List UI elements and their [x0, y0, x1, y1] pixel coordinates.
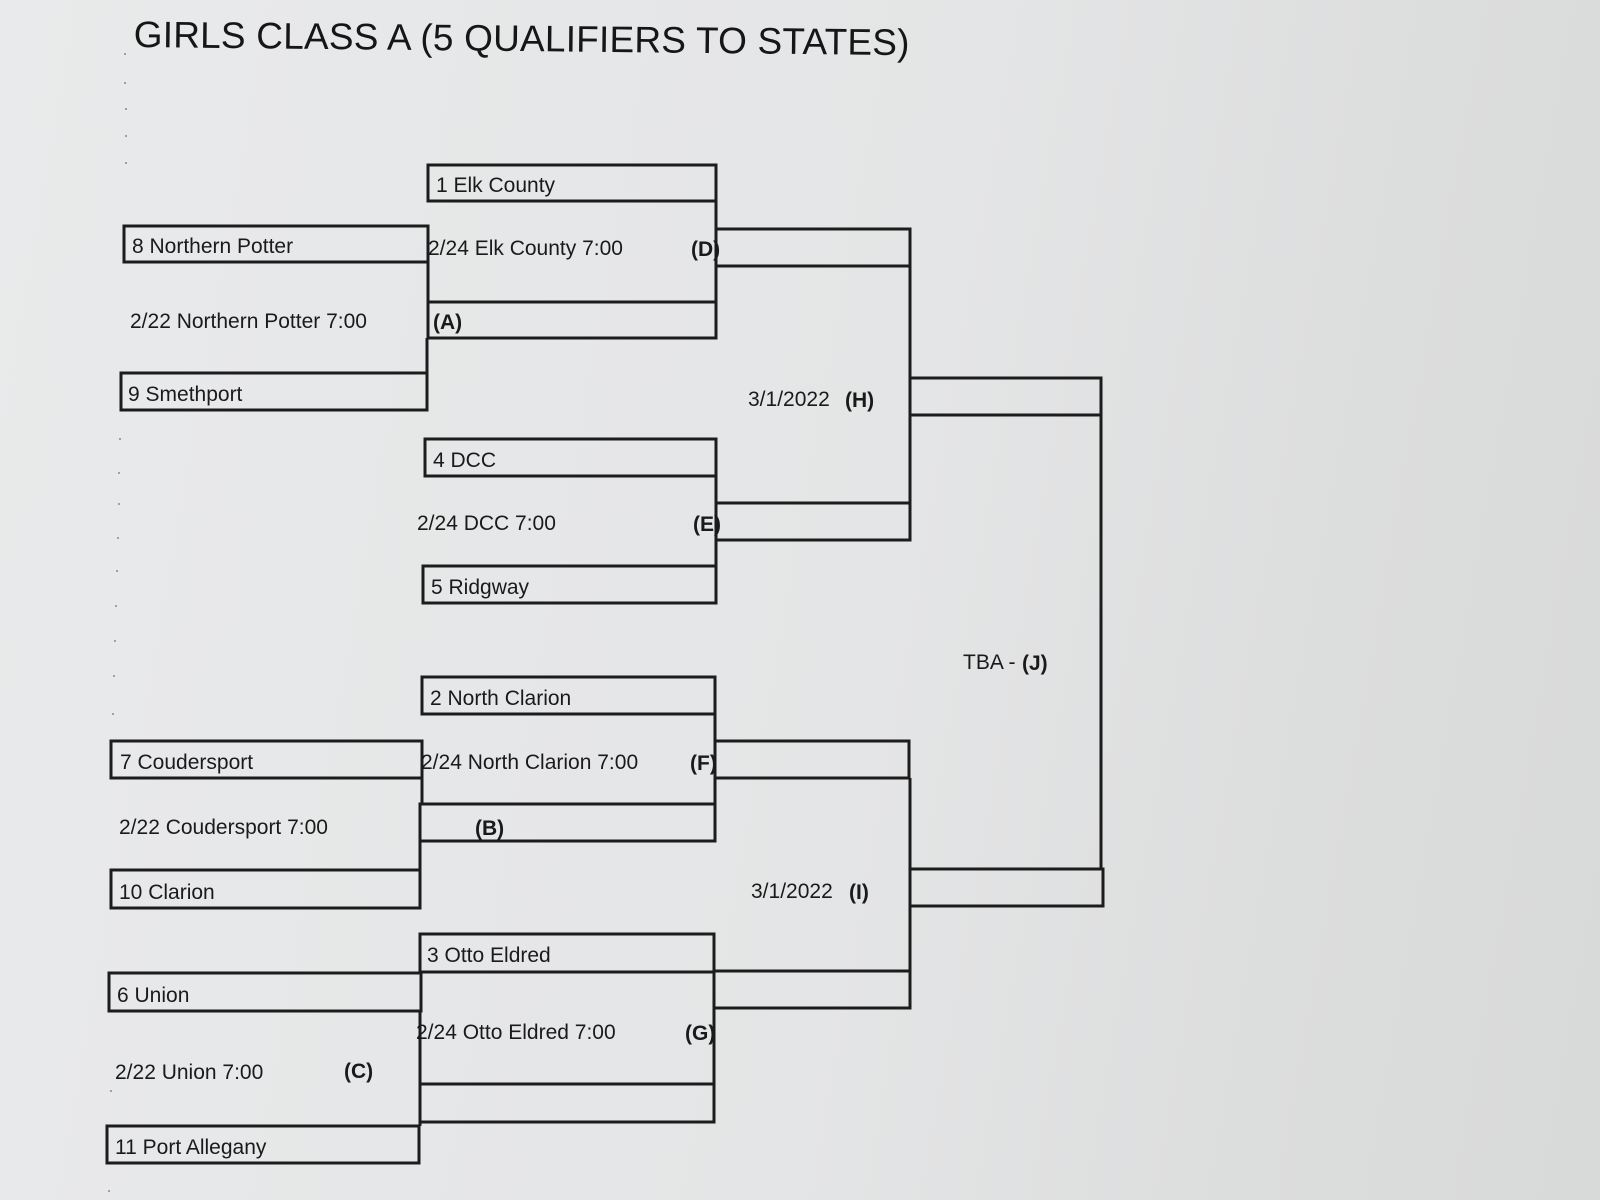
- team-port-allegany: 11 Port Allegany: [115, 1136, 267, 1159]
- margin-dot: [112, 713, 114, 715]
- margin-dot: [118, 503, 120, 505]
- game-i-code: (I): [849, 881, 869, 904]
- team-clarion: 10 Clarion: [119, 881, 215, 904]
- margin-dot: [124, 82, 126, 84]
- game-j-code: (J): [1022, 652, 1048, 675]
- game-d-label: 2/24 Elk County 7:00: [428, 237, 623, 260]
- margin-dot: [116, 570, 118, 572]
- game-j-label: TBA -: [963, 651, 1016, 674]
- team-northern-potter: 8 Northern Potter: [132, 235, 294, 258]
- game-h-code: (H): [845, 389, 875, 412]
- margin-dot: [114, 640, 116, 642]
- slot-winner-c: [418, 1082, 716, 1124]
- game-g-label: 2/24 Otto Eldred 7:00: [416, 1021, 616, 1044]
- team-ridgway: 5 Ridgway: [431, 576, 530, 599]
- team-union: 6 Union: [117, 984, 190, 1007]
- game-a-code: (A): [433, 311, 463, 334]
- game-h-label: 3/1/2022: [748, 388, 830, 411]
- game-g-code: (G): [685, 1022, 716, 1045]
- slot-north-clarion: [420, 675, 717, 716]
- game-b-code: (B): [475, 817, 505, 840]
- game-b-label: 2/22 Coudersport 7:00: [119, 816, 328, 839]
- game-e-code: (E): [693, 513, 721, 536]
- team-north-clarion: 2 North Clarion: [430, 687, 572, 710]
- game-f-label: 2/24 North Clarion 7:00: [421, 751, 639, 774]
- margin-dot: [125, 162, 127, 164]
- margin-dot: [113, 675, 115, 677]
- game-c-label: 2/22 Union 7:00: [115, 1061, 264, 1084]
- slot-winner-f: [713, 739, 911, 780]
- slot-winner-i: [908, 867, 1105, 908]
- team-otto-eldred: 3 Otto Eldred: [427, 944, 551, 967]
- slot-union: [107, 971, 423, 1013]
- slot-clarion: [109, 868, 422, 910]
- margin-dot: [115, 605, 117, 607]
- slot-winner-d: [714, 227, 912, 268]
- slot-elk-county: [426, 163, 718, 203]
- game-e-label: 2/24 DCC 7:00: [417, 512, 556, 535]
- team-elk-county: 1 Elk County: [436, 174, 556, 197]
- slot-port-allegany: [105, 1124, 421, 1165]
- margin-dot: [119, 438, 121, 440]
- team-dcc: 4 DCC: [433, 449, 497, 472]
- game-c-code: (C): [344, 1060, 374, 1083]
- slot-winner-g: [712, 969, 912, 1010]
- game-a-label: 2/22 Northern Potter 7:00: [130, 310, 367, 333]
- slot-winner-e: [714, 501, 912, 542]
- slot-coudersport: [109, 739, 424, 780]
- margin-dot: [125, 108, 127, 110]
- game-f-code: (F): [690, 752, 717, 775]
- margin-dot: [110, 1090, 112, 1092]
- team-smethport: 9 Smethport: [128, 383, 243, 406]
- margin-dot: [108, 1190, 110, 1192]
- slot-dcc: [423, 437, 718, 478]
- margin-dot: [125, 135, 127, 137]
- margin-dot: [124, 53, 126, 55]
- game-i-label: 3/1/2022: [751, 880, 833, 903]
- team-coudersport: 7 Coudersport: [120, 751, 254, 774]
- slot-winner-b: [418, 802, 717, 843]
- margin-dot: [118, 472, 120, 474]
- margin-dot: [117, 537, 119, 539]
- slot-winner-h: [908, 376, 1103, 417]
- game-d-code: (D): [691, 238, 721, 261]
- slot-smethport: [119, 371, 429, 412]
- slot-winner-a: [426, 300, 718, 340]
- slot-ridgway: [421, 564, 718, 605]
